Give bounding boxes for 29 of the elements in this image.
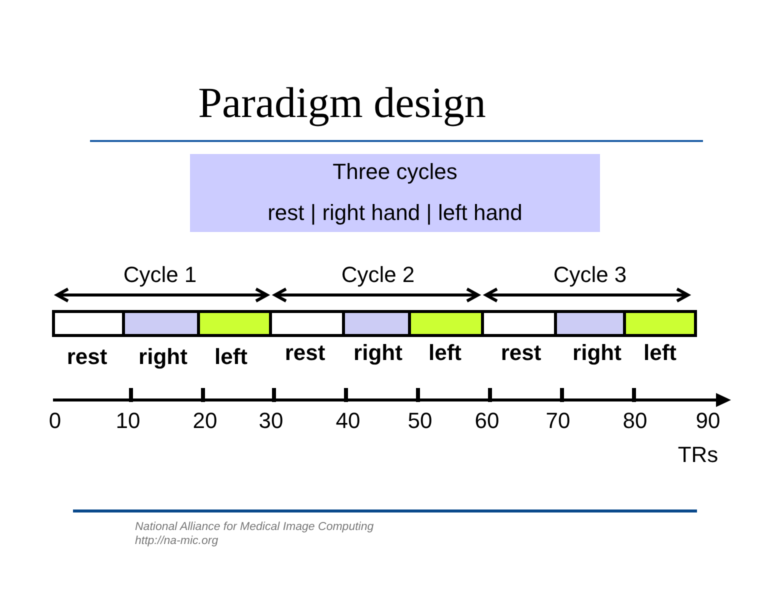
panel-text: rest | right hand | left hand [268, 200, 522, 226]
tick-label: 20 [192, 408, 218, 434]
condition-label: left [428, 340, 462, 366]
tick-label: 60 [474, 408, 500, 434]
tick-label: 10 [116, 408, 140, 434]
tick-label: 90 [696, 408, 720, 434]
cycle-label: Cycle 1 [123, 262, 197, 288]
condition-label: rest [66, 344, 108, 370]
cycle-label: Cycle 2 [341, 262, 415, 288]
condition-label: right [354, 340, 402, 366]
info-panel [190, 154, 600, 232]
footer-text: National Alliance for Medical Image Computing [135, 520, 374, 534]
condition-label: rest [500, 340, 542, 366]
tick-label: 70 [546, 408, 570, 434]
axis-title: TRs [678, 442, 718, 468]
condition-label: left [214, 344, 248, 370]
condition-label: rest [284, 340, 326, 366]
tick-label: 0 [48, 408, 62, 434]
condition-label: left [644, 340, 676, 366]
cycle-label: Cycle 3 [553, 262, 627, 288]
tick-label: 50 [408, 408, 432, 434]
tick-label: 80 [622, 408, 648, 434]
condition-label: right [572, 340, 622, 366]
slide-title: Paradigm design [198, 80, 486, 128]
panel-heading: Three cycles [332, 160, 458, 184]
condition-label: right [138, 344, 188, 370]
tick-label: 40 [336, 408, 360, 434]
footer-url: http://na-mic.org [135, 534, 218, 548]
tick-label: 30 [258, 408, 284, 434]
